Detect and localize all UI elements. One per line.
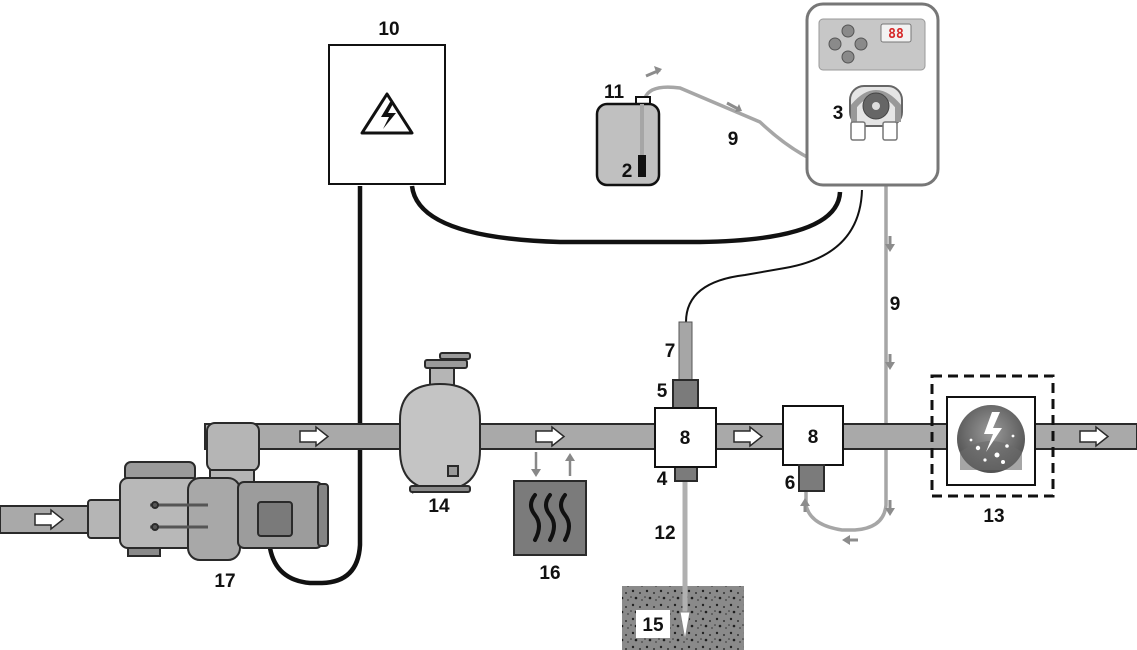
suction-lance-foot (638, 155, 646, 177)
controller-power-cable (409, 185, 843, 245)
probe-signal-cable (685, 189, 863, 323)
flow-arrow-icon (299, 425, 330, 448)
control-button-left (828, 37, 842, 51)
label-check-valve: 6 (785, 473, 796, 494)
sand-filter (399, 352, 481, 494)
injection-tube (804, 140, 888, 532)
label-probe-holder: 5 (657, 381, 668, 402)
probe-body (678, 321, 693, 385)
label-filter: 14 (428, 496, 450, 517)
flow-arrow-icon (34, 508, 65, 531)
lcd-display-text: 88 (888, 27, 904, 42)
control-button-up (841, 24, 855, 38)
label-tube-right: 9 (890, 294, 901, 315)
flow-arrow-icons (34, 425, 1110, 531)
peristaltic-pump-head (849, 85, 903, 141)
label-pump: 17 (214, 571, 235, 592)
dosing-controller: 88 (805, 2, 940, 187)
label-probe-cable: 7 (665, 341, 676, 362)
lightning-bubbles-icon (957, 405, 1025, 473)
lcd-display (880, 23, 912, 43)
injection-fitting (674, 466, 698, 482)
electrolyser-dashed-frame (930, 374, 1055, 498)
high-voltage-icon (360, 92, 414, 135)
label-tube-upper: 9 (728, 129, 739, 150)
control-button-down (841, 50, 855, 64)
probe-assembly (672, 321, 699, 482)
flow-arrow-icon (535, 425, 566, 448)
label-tank: 11 (604, 82, 625, 103)
probe-holder (672, 379, 699, 411)
label-electrolyser: 13 (983, 506, 1004, 527)
chemical-tank (595, 96, 661, 187)
label-dosing-pump: 3 (833, 103, 844, 124)
label-injection-fitting: 4 (657, 469, 668, 490)
flow-arrow-icon (1079, 425, 1110, 448)
label-suction-lance: 2 (622, 161, 633, 182)
ground-rod-tip (679, 611, 691, 641)
check-valve (798, 464, 825, 492)
circulation-pump (119, 422, 329, 561)
heat-waves-icon (529, 493, 571, 542)
earth-label-box (636, 610, 670, 638)
injection-block (782, 405, 844, 466)
label-injection-block-a: 8 (680, 428, 691, 449)
pump-power-cable (267, 186, 363, 586)
probe-block (654, 407, 717, 468)
label-ground-rod: 12 (654, 523, 675, 544)
label-earth: 15 (642, 615, 664, 636)
suction-lance (640, 104, 644, 160)
label-electrical-panel: 10 (378, 19, 399, 40)
label-injection-block-b: 8 (808, 427, 819, 448)
heater (513, 452, 587, 556)
label-heater: 16 (539, 563, 560, 584)
flow-arrow-icon (733, 425, 764, 448)
control-button-right (854, 37, 868, 51)
